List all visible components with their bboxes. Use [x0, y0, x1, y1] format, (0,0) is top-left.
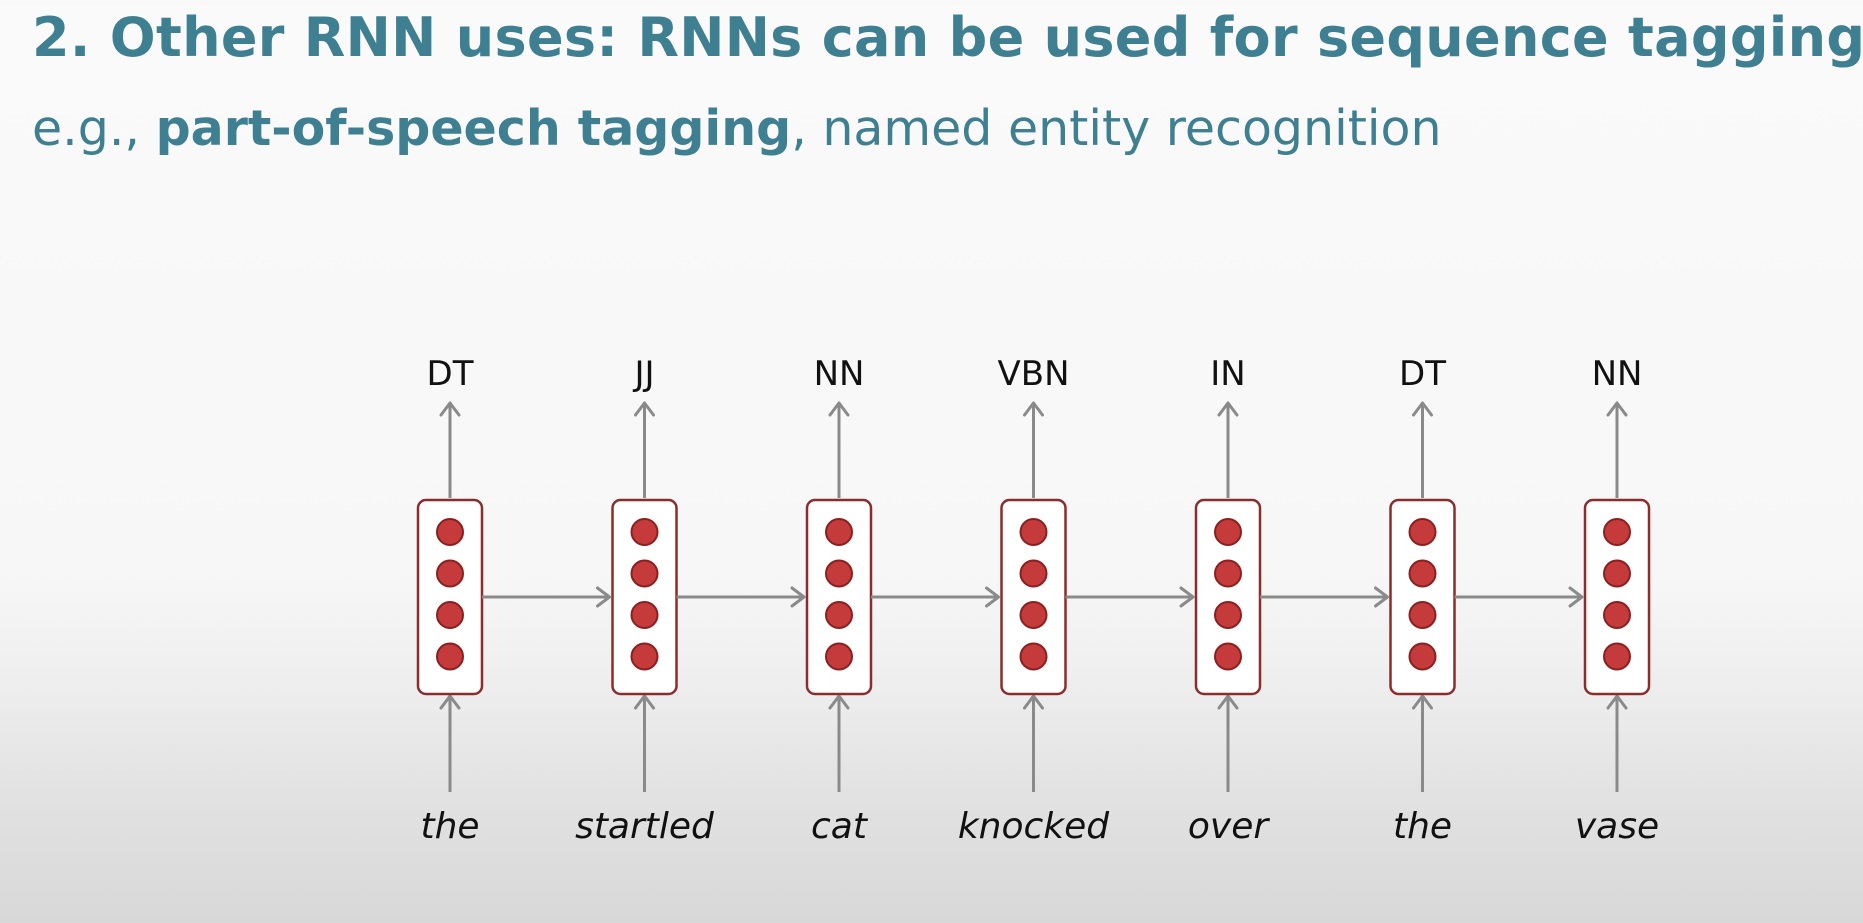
neuron-0	[1408, 518, 1437, 546]
arrow-head	[1606, 401, 1628, 417]
neuron-1	[1603, 559, 1631, 588]
rnn-cell-box	[1583, 498, 1651, 696]
tag-label-0: DT	[427, 354, 474, 394]
input-arrow-4	[1217, 694, 1239, 792]
slide-title: 2. Other RNN uses: RNNs can be used for …	[32, 6, 1863, 69]
neuron-0	[1019, 518, 1048, 546]
arrow-head	[596, 586, 611, 608]
neuron-3	[630, 642, 659, 671]
recurrent-arrow-1	[676, 586, 806, 608]
neuron-3	[825, 642, 853, 671]
arrow-head	[1217, 694, 1239, 710]
tag-label-1: JJ	[632, 354, 654, 394]
rnn-cell-6	[1583, 498, 1651, 696]
neuron-0	[1214, 518, 1242, 546]
input-arrow-0	[439, 694, 461, 792]
arrow-head	[790, 586, 806, 608]
input-arrow-2	[828, 694, 850, 792]
arrow-head	[439, 694, 461, 710]
tag-label-3: VBN	[997, 354, 1069, 394]
neuron-2	[1603, 601, 1631, 629]
rnn-cell-4	[1194, 498, 1262, 696]
neuron-2	[1408, 601, 1437, 629]
rnn-cell-5	[1389, 498, 1456, 696]
output-arrow-4	[1217, 401, 1239, 498]
slide-subtitle: e.g., part-of-speech tagging, named enti…	[32, 100, 1442, 157]
arrow-head	[634, 401, 655, 417]
word-label-0: the	[420, 806, 479, 847]
rnn-cell-3	[1000, 498, 1067, 696]
arrow-head	[985, 586, 1000, 608]
neuron-3	[1214, 642, 1242, 671]
neuron-2	[825, 601, 853, 629]
neuron-1	[1214, 559, 1242, 588]
subtitle-bold-term: part-of-speech tagging	[155, 100, 792, 157]
output-arrow-3	[1023, 401, 1044, 498]
input-arrow-6	[1606, 694, 1628, 792]
neuron-0	[630, 518, 659, 546]
arrow-head	[439, 401, 461, 417]
neuron-3	[1408, 642, 1437, 671]
tag-label-5: DT	[1399, 354, 1446, 394]
tag-label-6: NN	[1592, 354, 1643, 394]
recurrent-arrow-2	[871, 586, 1000, 608]
rnn-cell-0	[416, 498, 484, 696]
arrow-head	[634, 694, 655, 710]
output-arrow-2	[828, 401, 850, 498]
word-label-4: over	[1188, 806, 1270, 847]
subtitle-suffix: , named entity recognition	[791, 100, 1442, 157]
neuron-1	[1408, 559, 1437, 588]
arrow-head	[1179, 586, 1195, 608]
arrow-head	[828, 694, 850, 710]
neuron-1	[1019, 559, 1048, 588]
subtitle-prefix: e.g.,	[32, 100, 156, 157]
output-arrow-1	[634, 401, 655, 498]
word-label-5: the	[1393, 806, 1452, 847]
neuron-0	[825, 518, 853, 546]
neuron-3	[1019, 642, 1048, 671]
arrow-head	[1412, 401, 1433, 417]
tag-label-2: NN	[814, 354, 865, 394]
word-label-1: startled	[575, 806, 715, 847]
recurrent-arrow-0	[482, 586, 611, 608]
neuron-2	[630, 601, 659, 629]
arrow-head	[1568, 586, 1584, 608]
arrow-head	[1023, 694, 1044, 710]
input-arrow-5	[1412, 694, 1433, 792]
output-arrow-0	[439, 401, 461, 498]
output-arrow-5	[1412, 401, 1433, 498]
neuron-2	[436, 601, 464, 629]
word-label-6: vase	[1575, 806, 1659, 847]
neuron-3	[436, 642, 464, 671]
tag-label-4: IN	[1210, 354, 1245, 394]
recurrent-arrow-3	[1065, 586, 1195, 608]
neuron-0	[1603, 518, 1631, 546]
arrow-head	[1374, 586, 1389, 608]
neuron-2	[1019, 601, 1048, 629]
neuron-0	[436, 518, 464, 546]
neuron-2	[1214, 601, 1242, 629]
neuron-1	[436, 559, 464, 588]
neuron-3	[1603, 642, 1631, 671]
arrow-head	[1217, 401, 1239, 417]
recurrent-arrow-4	[1260, 586, 1389, 608]
arrow-head	[1023, 401, 1044, 417]
neuron-1	[630, 559, 659, 588]
recurrent-arrow-5	[1454, 586, 1584, 608]
arrow-head	[828, 401, 850, 417]
word-label-3: knocked	[958, 806, 1110, 847]
input-arrow-3	[1023, 694, 1044, 792]
output-arrow-6	[1606, 401, 1628, 498]
arrow-head	[1412, 694, 1433, 710]
rnn-cell-2	[805, 498, 873, 696]
word-label-2: cat	[811, 806, 869, 847]
rnn-cell-1	[611, 498, 678, 696]
arrow-head	[1606, 694, 1628, 710]
input-arrow-1	[634, 694, 655, 792]
neuron-1	[825, 559, 853, 588]
